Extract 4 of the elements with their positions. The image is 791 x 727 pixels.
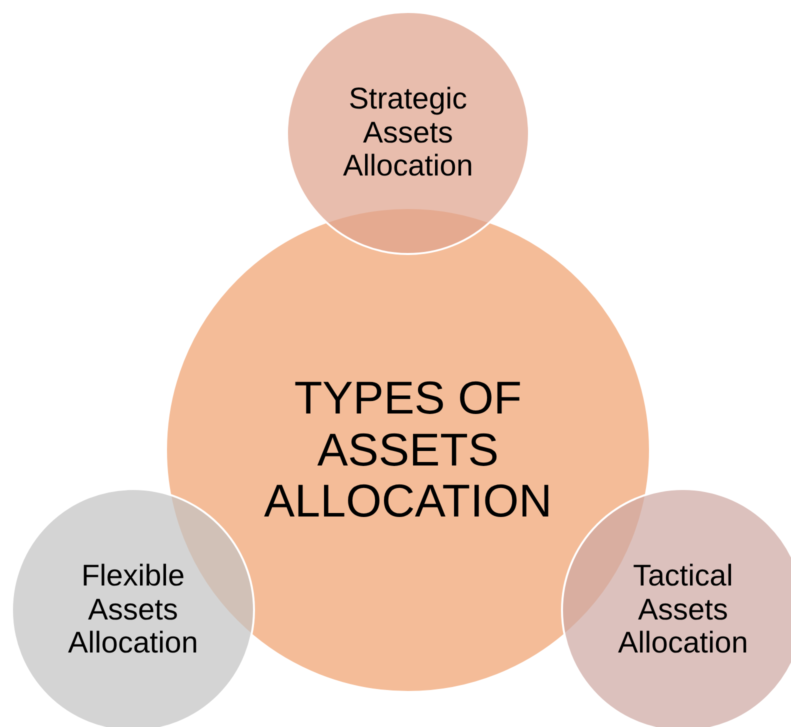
node-label: Strategic Assets Allocation bbox=[342, 82, 474, 184]
node-label: Flexible Assets Allocation bbox=[66, 560, 200, 660]
node-label: TYPES OF ASSETS ALLOCATION bbox=[263, 372, 553, 528]
node-label: Tactical Assets Allocation bbox=[616, 560, 750, 660]
